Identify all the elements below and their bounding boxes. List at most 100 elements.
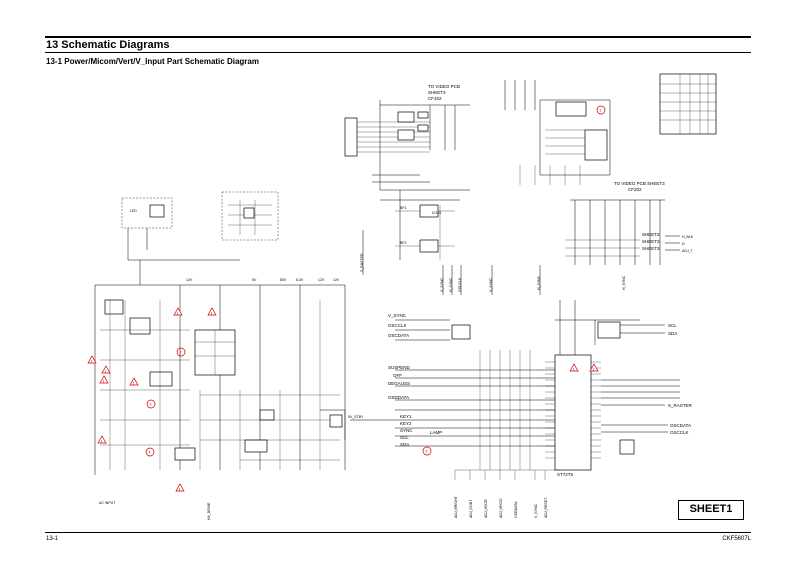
warning-icon (207, 307, 217, 316)
svg-text:OSCCLK: OSCCLK (458, 277, 462, 292)
svg-text:!: ! (177, 311, 178, 316)
svg-text:4: 4 (149, 451, 151, 455)
svg-text:5V_STBY: 5V_STBY (348, 415, 364, 419)
svg-text:OSCDATA: OSCDATA (670, 423, 691, 428)
warning-icon (101, 365, 111, 374)
power-supply-section: 12V 5V 80V 6.3V 12V 12V AC INPUT 5V_STBY (94, 260, 395, 505)
led-box: LED (121, 191, 279, 261)
svg-text:5: 5 (426, 450, 428, 454)
svg-text:V_SYNC: V_SYNC (440, 278, 444, 292)
power-ic (149, 371, 173, 387)
option-table (659, 73, 717, 135)
svg-text:6.3V: 6.3V (296, 278, 304, 282)
svg-text:H_SYNC: H_SYNC (537, 275, 541, 290)
svg-text:SHEET3: SHEET3 (642, 232, 660, 237)
svg-text:S_RASTER: S_RASTER (360, 253, 364, 272)
svg-text:2: 2 (180, 351, 182, 355)
warning-icon (589, 363, 599, 372)
svg-text:!: ! (101, 439, 102, 444)
warning-icon (173, 307, 183, 316)
page-number: 13-1 (46, 536, 59, 542)
header-rule (45, 36, 751, 38)
svg-text:SCL: SCL (400, 435, 409, 440)
warning-icon (129, 377, 139, 386)
svg-text:SHEET3: SHEET3 (642, 246, 660, 251)
chapter-title: 13 Schematic Diagrams (46, 39, 170, 51)
svg-text:TO VIDEO PCB SHEET3: TO VIDEO PCB SHEET3 (614, 181, 665, 186)
svg-text:AC INPUT: AC INPUT (99, 501, 116, 505)
svg-text:!: ! (103, 379, 104, 384)
svg-text:ADJ_HSIZE: ADJ_HSIZE (484, 498, 488, 518)
svg-text:BF1: BF1 (400, 206, 406, 210)
svg-text:OSCCLK: OSCCLK (388, 323, 407, 328)
svg-text:KEY2: KEY2 (400, 421, 412, 426)
svg-text:OSCCLK: OSCCLK (670, 430, 689, 435)
svg-text:V_SYNC: V_SYNC (489, 278, 493, 292)
svg-text:12V: 12V (186, 278, 193, 282)
header-underline (45, 52, 751, 53)
svg-text:3: 3 (150, 403, 152, 407)
svg-text:ADJ_RESET: ADJ_RESET (544, 497, 548, 518)
reference-markers: 2 3 4 5 (145, 347, 432, 457)
svg-text:!: ! (593, 367, 594, 372)
svg-text:IC101: IC101 (432, 211, 441, 215)
svg-text:OSDDATA: OSDDATA (388, 395, 409, 400)
svg-text:DEGAUSS: DEGAUSS (388, 381, 410, 386)
svg-text:V_SYNC: V_SYNC (388, 313, 407, 318)
svg-text:ADJ_BRIGHT: ADJ_BRIGHT (454, 495, 458, 518)
svg-text:SUSPEND: SUSPEND (388, 365, 411, 370)
svg-text:CF202: CF202 (628, 187, 642, 192)
micom-chip (554, 354, 592, 471)
svg-text:LED: LED (130, 209, 137, 213)
warning-icon (87, 355, 97, 364)
top-right-block: 1 (504, 73, 717, 185)
ic-top-right (555, 101, 587, 117)
offpage-label-video: TO VIDEO PCB (428, 84, 460, 89)
svg-text:ADJ_T: ADJ_T (682, 249, 694, 253)
svg-text:1: 1 (600, 109, 602, 113)
offpage-label-connector: CF102 (428, 96, 442, 101)
svg-text:ADJ_CONT: ADJ_CONT (469, 499, 473, 518)
svg-text:OSDDATA: OSDDATA (514, 501, 518, 518)
warning-icon (97, 435, 107, 444)
svg-text:OSCDATA: OSCDATA (388, 333, 409, 338)
svg-text:KEY1: KEY1 (400, 414, 412, 419)
section-title: 13-1 Power/Micom/Vert/V_Input Part Schem… (46, 57, 259, 66)
svg-text:SCL: SCL (668, 323, 677, 328)
svg-text:LAMP: LAMP (430, 430, 442, 435)
svg-text:!: ! (573, 367, 574, 372)
svg-text:!: ! (91, 359, 92, 364)
reference-marker (596, 105, 606, 115)
warning-triangles: ! ! ! ! ! ! ! ! ! ! (87, 307, 599, 492)
sheet-label: SHEET1 (678, 500, 744, 520)
warning-icon (569, 363, 579, 372)
svg-text:12V: 12V (333, 278, 340, 282)
svg-text:SYNC: SYNC (400, 428, 413, 433)
footer-rule (45, 532, 751, 533)
svg-text:ADJ_HPOSI: ADJ_HPOSI (499, 499, 503, 518)
svg-text:!: ! (179, 487, 180, 492)
video-connector-block: TO VIDEO PCB SHEET3 CF102 BF1 IC101 BF2 (344, 84, 470, 260)
svg-text:HV_DRIVE: HV_DRIVE (207, 502, 211, 520)
svg-text:!: ! (133, 381, 134, 386)
micom-section: V_SYNC OSCCLK OSCDATA SUSPEND OFF DEGAUS… (388, 300, 693, 518)
svg-text:5V: 5V (252, 278, 257, 282)
warning-icon (99, 375, 109, 384)
video-connector-2: TO VIDEO PCB SHEET3 CF202 SHEET3 SHEET3 … (565, 181, 694, 265)
svg-text:!: ! (105, 369, 106, 374)
svg-text:H_SYNC: H_SYNC (622, 275, 626, 290)
warning-icon (175, 483, 185, 492)
svg-text:D: D (682, 242, 685, 246)
vertical-signal-labels: S_RASTER V_SYNC H_SYNC OSCCLK V_SYNC H_S… (207, 230, 626, 520)
svg-text:SDA: SDA (400, 442, 409, 447)
offpage-label-sheet: SHEET3 (428, 90, 446, 95)
svg-text:S_RASTER: S_RASTER (668, 403, 693, 408)
svg-text:SHEET3: SHEET3 (642, 239, 660, 244)
model-number: CKF5607L (722, 536, 751, 542)
connector-cn-left (344, 117, 358, 157)
svg-text:ST72T5: ST72T5 (557, 472, 574, 477)
svg-text:SDA: SDA (668, 331, 677, 336)
svg-text:H_BLK: H_BLK (682, 235, 694, 239)
svg-text:80V: 80V (280, 278, 287, 282)
